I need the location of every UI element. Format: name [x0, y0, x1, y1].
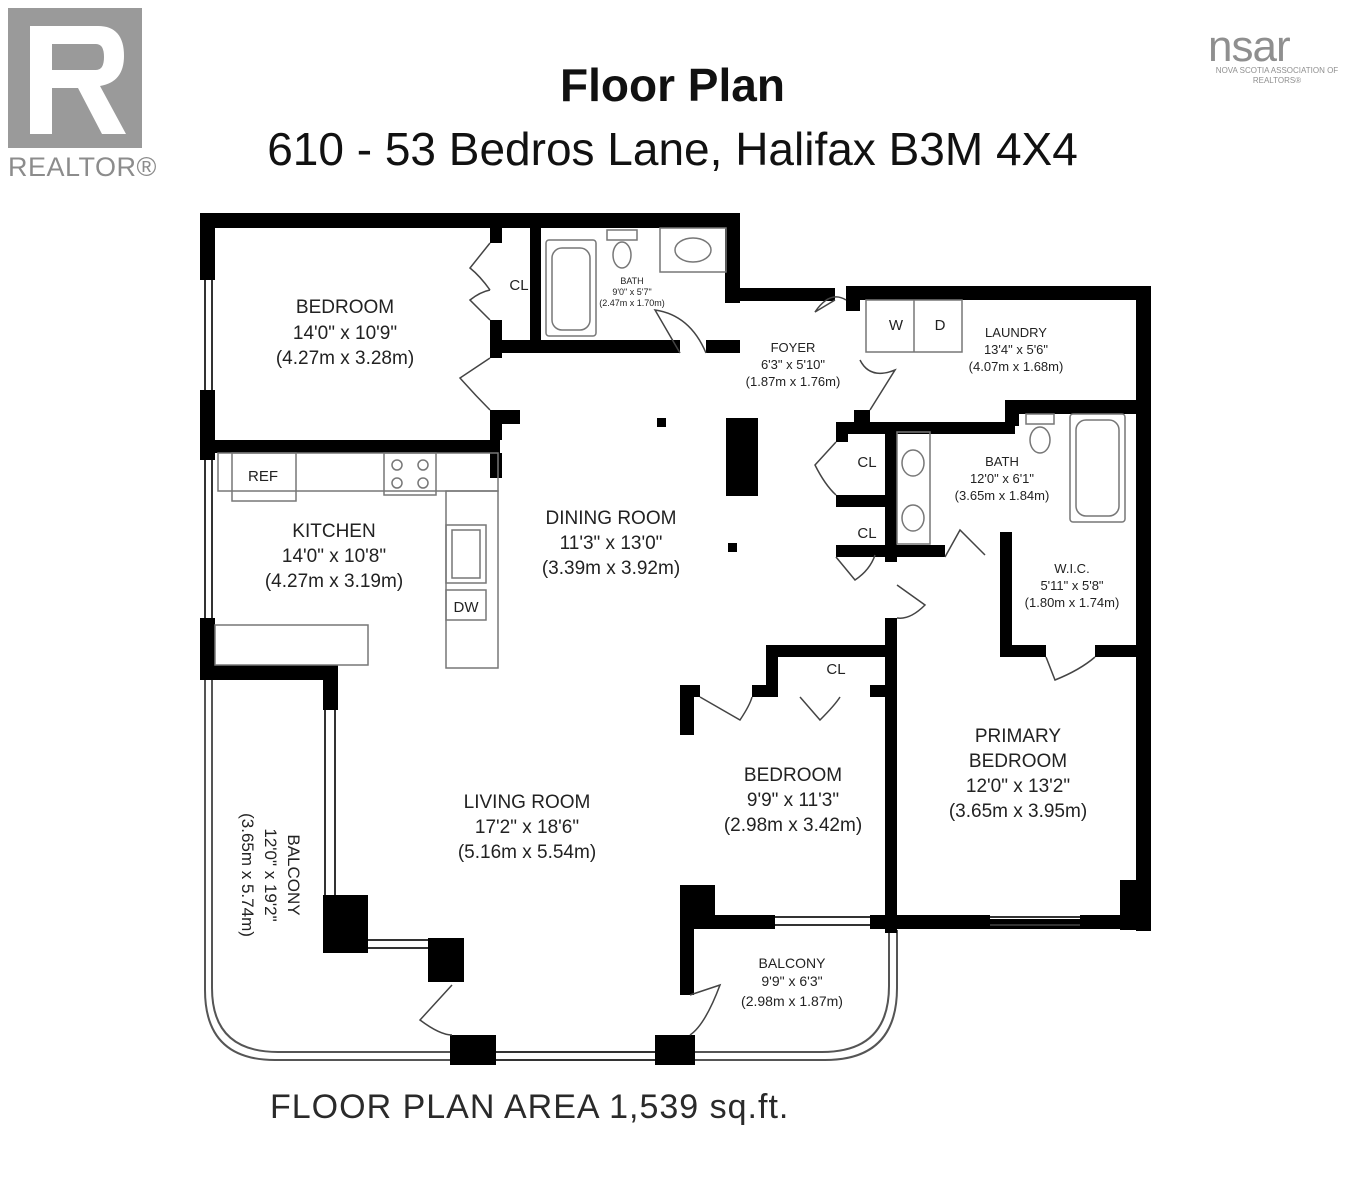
dining-room-dims-metric: (3.39m x 3.92m) — [542, 558, 680, 579]
living-room-dims-imperial: 17'2" x 18'6" — [475, 817, 579, 838]
closet-label: CL — [509, 277, 528, 294]
primary-bedroom-name-line1: PRIMARY — [975, 726, 1062, 747]
bath-1-dims-metric: (2.47m x 1.70m) — [599, 298, 665, 308]
kitchen-name: KITCHEN — [292, 521, 375, 542]
bedroom-2-name: BEDROOM — [744, 765, 842, 786]
windows — [204, 280, 1080, 1061]
wic-dims-imperial: 5'11" x 5'8" — [1040, 578, 1103, 593]
dining-room-name: DINING ROOM — [546, 508, 677, 529]
washer-label: W — [889, 317, 904, 334]
living-room-dims-metric: (5.16m x 5.54m) — [458, 842, 596, 863]
wic-dims-metric: (1.80m x 1.74m) — [1025, 595, 1120, 610]
dryer-label: D — [935, 317, 946, 334]
bath-2-dims-metric: (3.65m x 1.84m) — [955, 488, 1050, 503]
foyer-name: FOYER — [771, 340, 816, 355]
foyer-dims-imperial: 6'3" x 5'10" — [761, 357, 825, 372]
balcony-west-dims-metric: (3.65m x 5.74m) — [238, 813, 257, 937]
room-labels: BEDROOM 14'0" x 10'9" (4.27m x 3.28m) BA… — [238, 276, 1119, 1009]
bedroom-2-dims-imperial: 9'9" x 11'3" — [747, 790, 839, 811]
fridge-label: REF — [248, 468, 278, 485]
living-room-name: LIVING ROOM — [464, 792, 591, 813]
property-address: 610 - 53 Bedros Lane, Halifax B3M 4X4 — [267, 123, 1078, 175]
kitchen-dims-imperial: 14'0" x 10'8" — [282, 546, 386, 567]
primary-bedroom-dims-imperial: 12'0" x 13'2" — [966, 776, 1070, 797]
laundry-dims-imperial: 13'4" x 5'6" — [984, 342, 1048, 357]
bedroom-1-dims-imperial: 14'0" x 10'9" — [293, 323, 397, 344]
balcony-south-dims-metric: (2.98m x 1.87m) — [741, 993, 843, 1009]
balcony-south-dims-imperial: 9'9" x 6'3" — [761, 973, 822, 989]
kitchen-dims-metric: (4.27m x 3.19m) — [265, 571, 403, 592]
nsar-logo: nsar NOVA SCOTIA ASSOCIATION OF REALTORS… — [1200, 22, 1345, 92]
balcony-south-name: BALCONY — [759, 955, 827, 971]
realtor-wordmark: REALTOR® — [8, 152, 157, 182]
bedroom-1-dims-metric: (4.27m x 3.28m) — [276, 348, 414, 369]
walls — [200, 213, 1151, 1065]
balcony-outlines — [204, 680, 898, 1061]
primary-bedroom-dims-metric: (3.65m x 3.95m) — [949, 801, 1087, 822]
wic-name: W.I.C. — [1054, 561, 1089, 576]
closet-label: CL — [826, 661, 845, 678]
bath-2-dims-imperial: 12'0" x 6'1" — [970, 471, 1034, 486]
page-title: Floor Plan — [560, 59, 785, 111]
realtor-r-icon — [8, 8, 142, 148]
closet-label: CL — [857, 454, 876, 471]
foyer-dims-metric: (1.87m x 1.76m) — [746, 374, 841, 389]
bath-1-name: BATH — [620, 276, 643, 286]
balcony-west-dims-imperial: 12'0" x 19'2" — [261, 828, 280, 921]
laundry-dims-metric: (4.07m x 1.68m) — [969, 359, 1064, 374]
balcony-west-label: BALCONY 12'0" x 19'2" (3.65m x 5.74m) — [238, 813, 303, 937]
nsar-wordmark: nsar — [1208, 22, 1291, 71]
bath-2-name: BATH — [985, 454, 1019, 469]
dining-room-dims-imperial: 11'3" x 13'0" — [560, 533, 663, 554]
closet-label: CL — [857, 525, 876, 542]
bedroom-2-dims-metric: (2.98m x 3.42m) — [724, 815, 862, 836]
floor-plan-area: FLOOR PLAN AREA 1,539 sq.ft. — [270, 1088, 790, 1126]
bedroom-1-name: BEDROOM — [296, 297, 394, 318]
fixtures — [214, 227, 1126, 669]
primary-bedroom-name-line2: BEDROOM — [969, 751, 1067, 772]
doors — [418, 242, 1096, 1036]
bath-1-dims-imperial: 9'0" x 5'7" — [612, 287, 651, 297]
nsar-subtitle: NOVA SCOTIA ASSOCIATION OF REALTORS® — [1215, 66, 1339, 85]
balcony-west-name: BALCONY — [284, 834, 303, 915]
laundry-name: LAUNDRY — [985, 325, 1047, 340]
dishwasher-label: DW — [454, 599, 480, 616]
realtor-logo: REALTOR® — [8, 8, 157, 182]
